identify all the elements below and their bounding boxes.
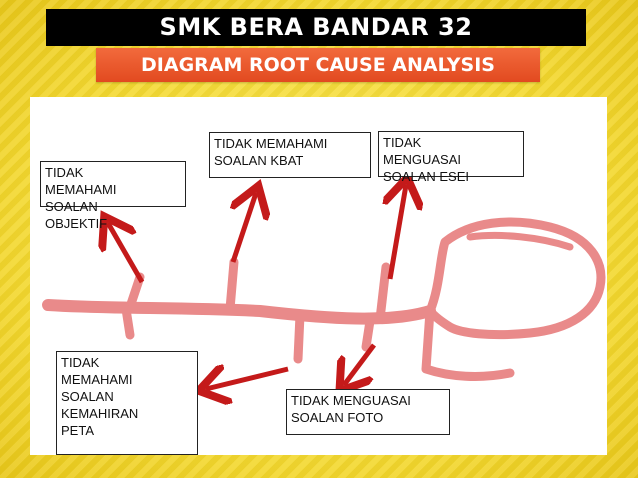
- arrow-to-foto: [344, 343, 376, 385]
- cause-box-esei: TIDAK MENGUASAI SOALAN ESEI: [378, 131, 524, 184]
- arrow-to-peta: [206, 369, 289, 389]
- fishbone-head: [425, 217, 606, 340]
- arrow-to-kbat: [233, 193, 256, 263]
- rib-upper-1: [125, 272, 145, 312]
- diagram-canvas: TIDAK MEMAHAMI SOALAN KBAT TIDAK MENGUAS…: [30, 97, 607, 455]
- rib-lower-3: [361, 316, 375, 352]
- cause-box-kbat: TIDAK MEMAHAMI SOALAN KBAT: [209, 132, 371, 178]
- cause-box-objektif: TIDAK MEMAHAMI SOALAN OBJEKTIF: [40, 161, 186, 231]
- fishbone-diagram: [42, 97, 606, 455]
- diagram-subtitle: DIAGRAM ROOT CAUSE ANALYSIS: [96, 48, 540, 82]
- slide-title: SMK BERA BANDAR 32: [46, 9, 586, 46]
- fishbone-head-inner: [466, 231, 574, 251]
- cause-box-foto: TIDAK MENGUASAI SOALAN FOTO: [286, 389, 450, 435]
- arrow-to-objektif: [108, 223, 145, 284]
- fishbone-spine: [42, 299, 436, 325]
- rib-lower-2: [293, 310, 305, 364]
- rib-lower-1: [121, 304, 135, 340]
- arrow-to-esei: [390, 185, 406, 280]
- rib-upper-2: [225, 257, 239, 314]
- rib-upper-3: [375, 262, 391, 324]
- cause-box-peta: TIDAK MEMAHAMI SOALAN KEMAHIRAN PETA: [56, 351, 198, 455]
- fishbone-tail-base: [421, 306, 515, 381]
